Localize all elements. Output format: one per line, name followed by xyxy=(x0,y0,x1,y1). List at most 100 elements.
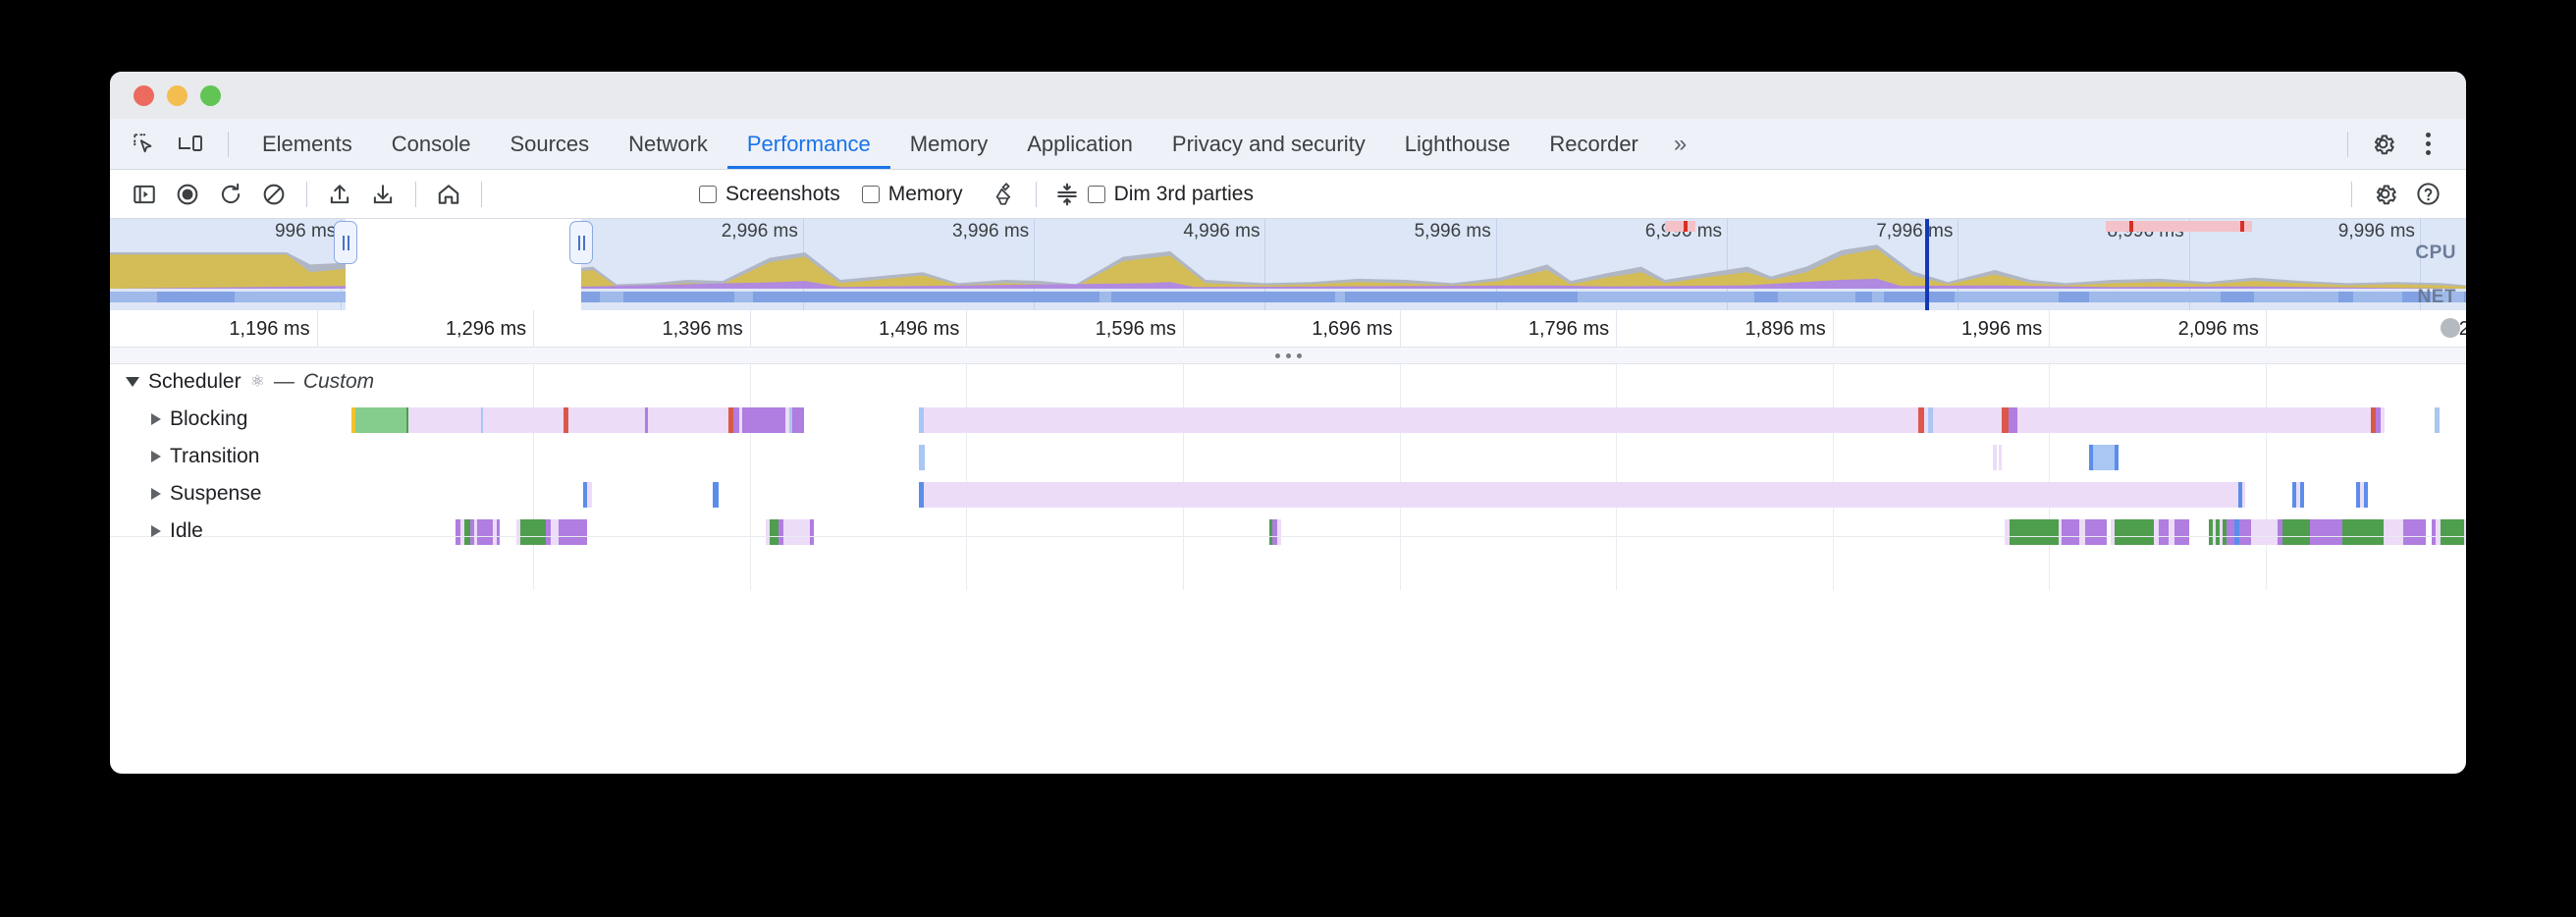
flame-bar[interactable] xyxy=(928,482,2238,508)
flame-bar[interactable] xyxy=(786,519,810,545)
flame-bar[interactable] xyxy=(2111,519,2115,545)
flame-bar[interactable] xyxy=(2154,519,2159,545)
selection-handle-right[interactable] xyxy=(569,221,593,264)
flame-bar[interactable] xyxy=(2278,519,2282,545)
flame-bar[interactable] xyxy=(1272,519,1277,545)
flame-bar[interactable] xyxy=(2444,519,2464,545)
flame-bar[interactable] xyxy=(2296,482,2300,508)
flame-bar[interactable] xyxy=(2169,519,2174,545)
flame-chart[interactable]: Scheduler ⚛ — Custom Blocking Transitio xyxy=(110,364,2466,590)
flame-bar[interactable] xyxy=(2292,482,2296,508)
flame-bar[interactable] xyxy=(493,519,497,545)
flame-bar[interactable] xyxy=(1933,407,2002,433)
maximize-button[interactable] xyxy=(200,84,221,106)
flame-bar[interactable] xyxy=(456,519,460,545)
flame-bar[interactable] xyxy=(355,407,406,433)
flame-bar[interactable] xyxy=(406,407,408,433)
home-icon[interactable] xyxy=(428,175,469,214)
flame-bar[interactable] xyxy=(2002,407,2009,433)
flame-bar[interactable] xyxy=(2376,407,2381,433)
more-tabs-icon[interactable]: » xyxy=(1673,130,1688,157)
flame-bar[interactable] xyxy=(2300,482,2304,508)
flame-bar[interactable] xyxy=(2432,519,2436,545)
flame-bar[interactable] xyxy=(1993,445,1997,470)
track-suspense[interactable]: Suspense xyxy=(110,482,2466,508)
flame-bar[interactable] xyxy=(2242,482,2245,508)
chevron-right-icon[interactable] xyxy=(151,488,161,500)
tab-application[interactable]: Application xyxy=(1027,131,1133,156)
dim-3rd-parties-checkbox[interactable]: Dim 3rd parties xyxy=(1087,183,1254,206)
flame-bar[interactable] xyxy=(2009,407,2017,433)
flame-bar[interactable] xyxy=(2234,519,2239,545)
flame-bar[interactable] xyxy=(789,407,792,433)
flame-bar[interactable] xyxy=(2238,482,2242,508)
flame-bar[interactable] xyxy=(2356,482,2360,508)
screenshots-checkbox[interactable]: Screenshots xyxy=(699,183,840,206)
tab-privacy-and-security[interactable]: Privacy and security xyxy=(1171,131,1366,156)
flame-bar[interactable] xyxy=(562,519,587,545)
flame-bar[interactable] xyxy=(2436,519,2441,545)
flame-bar[interactable] xyxy=(2159,519,2169,545)
flame-bar[interactable] xyxy=(2435,407,2440,433)
inspect-element-icon[interactable] xyxy=(124,125,165,164)
flame-bar[interactable] xyxy=(559,519,562,545)
flame-bar[interactable] xyxy=(497,519,500,545)
flame-bar[interactable] xyxy=(2062,519,2079,545)
flame-bar[interactable] xyxy=(766,519,770,545)
flame-bar[interactable] xyxy=(2115,445,2119,470)
flame-bar[interactable] xyxy=(470,519,474,545)
tab-lighthouse[interactable]: Lighthouse xyxy=(1404,131,1511,156)
tab-recorder[interactable]: Recorder xyxy=(1549,131,1638,156)
timeline-scrub-handle[interactable] xyxy=(2441,318,2460,338)
collapse-tracks-icon[interactable] xyxy=(1046,175,1088,214)
memory-checkbox[interactable]: Memory xyxy=(861,183,963,206)
toggle-sidebar-icon[interactable] xyxy=(124,175,165,214)
flame-bar[interactable] xyxy=(924,482,928,508)
tab-memory[interactable]: Memory xyxy=(909,131,989,156)
flame-bar[interactable] xyxy=(2441,519,2444,545)
flame-bar[interactable] xyxy=(733,407,739,433)
chevron-right-icon[interactable] xyxy=(151,451,161,462)
close-button[interactable] xyxy=(134,84,154,106)
track-blocking[interactable]: Blocking xyxy=(110,407,2466,433)
tab-performance[interactable]: Performance xyxy=(727,119,890,169)
flame-bar[interactable] xyxy=(2220,519,2223,545)
flame-bar[interactable] xyxy=(2010,519,2059,545)
flame-bar[interactable] xyxy=(2256,519,2278,545)
flame-bar[interactable] xyxy=(810,519,814,545)
flame-bar[interactable] xyxy=(2282,519,2310,545)
flame-bar[interactable] xyxy=(1928,407,1933,433)
flame-bar[interactable] xyxy=(408,407,481,433)
flame-bar[interactable] xyxy=(2464,519,2466,545)
overview-selection-window[interactable] xyxy=(346,219,581,310)
flame-bar[interactable] xyxy=(351,407,355,433)
flame-bar[interactable] xyxy=(464,519,470,545)
flame-bar[interactable] xyxy=(2022,407,2371,433)
flame-bar[interactable] xyxy=(1924,407,1928,433)
flame-bar[interactable] xyxy=(924,407,1915,433)
flame-bar[interactable] xyxy=(2371,407,2376,433)
reload-and-record-icon[interactable] xyxy=(210,175,251,214)
flame-bar[interactable] xyxy=(483,407,564,433)
flame-bar[interactable] xyxy=(785,407,789,433)
flame-bar[interactable] xyxy=(1277,519,1281,545)
flame-bar[interactable] xyxy=(2005,519,2010,545)
flame-bar[interactable] xyxy=(1999,445,2002,470)
flame-bar[interactable] xyxy=(783,519,786,545)
clear-icon[interactable] xyxy=(253,175,295,214)
flame-bar[interactable] xyxy=(645,407,648,433)
garbage-collect-icon[interactable] xyxy=(985,175,1026,214)
flame-bar[interactable] xyxy=(2209,519,2213,545)
selection-handle-left[interactable] xyxy=(334,221,357,264)
flame-bar[interactable] xyxy=(546,519,551,545)
flame-bar[interactable] xyxy=(2089,445,2093,470)
flame-bar[interactable] xyxy=(2079,519,2085,545)
chevron-right-icon[interactable] xyxy=(151,525,161,537)
memory-checkbox-box[interactable] xyxy=(861,185,880,203)
flame-bar[interactable] xyxy=(1269,519,1272,545)
flame-bar[interactable] xyxy=(792,407,804,433)
record-icon[interactable] xyxy=(167,175,208,214)
dim-3rd-parties-checkbox-box[interactable] xyxy=(1087,185,1105,203)
export-profile-icon[interactable] xyxy=(362,175,403,214)
track-idle[interactable]: Idle xyxy=(110,519,2466,545)
